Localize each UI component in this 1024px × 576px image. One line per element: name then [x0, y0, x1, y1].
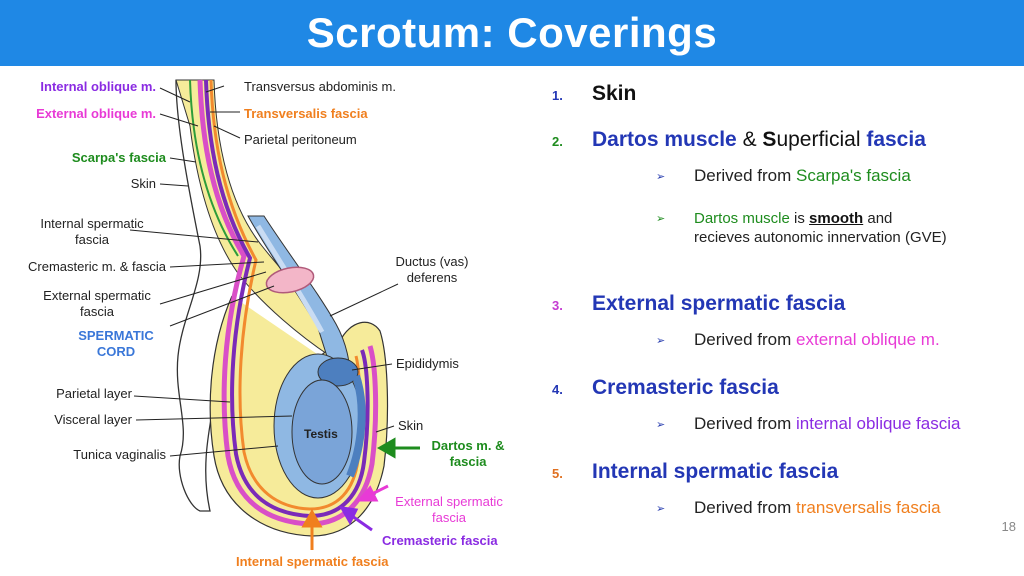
- scrotum-diagram: Internal oblique m. External oblique m. …: [0, 66, 520, 576]
- label-spermatic-cord: SPERMATIC CORD: [78, 328, 154, 359]
- bullet-arrow-icon: ➢: [656, 503, 666, 515]
- arrow-external-spermatic: [356, 484, 389, 502]
- list-title-2: Dartos muscle & Superficial fascia: [592, 128, 926, 151]
- bullet-arrow-icon: ➢: [656, 171, 666, 183]
- list-title-3: External spermatic fascia: [592, 292, 846, 315]
- sub-dartos-smooth: Dartos muscle is smooth and recieves aut…: [694, 210, 947, 246]
- coverings-list: 1. Skin 2. Dartos muscle & Superficial f…: [548, 66, 1024, 576]
- list-number-3: 3.: [552, 298, 563, 313]
- label-internal-spermatic-bottom: Internal spermatic fascia: [236, 554, 389, 569]
- list-number-5: 5.: [552, 466, 563, 481]
- sub-derived-scarpa: Derived from Scarpa's fascia: [694, 166, 911, 185]
- label-internal-oblique: Internal oblique m.: [40, 79, 156, 94]
- label-dartos: Dartos m. & fascia: [431, 438, 505, 469]
- list-title-4: Cremasteric fascia: [592, 376, 779, 399]
- arrow-internal-spermatic: [301, 508, 323, 550]
- page-number: 18: [1001, 519, 1016, 534]
- label-cremasteric-bottom: Cremasteric fascia: [382, 533, 498, 548]
- label-transversalis-fascia: Transversalis fascia: [244, 106, 368, 121]
- label-ductus-deferens: Ductus (vas) deferens: [395, 254, 469, 285]
- sub-derived-transversalis: Derived from transversalis fascia: [694, 498, 941, 517]
- bullet-arrow-icon: ➢: [656, 213, 666, 225]
- epididymis-tail: [346, 374, 366, 478]
- leader-lines: [129, 85, 399, 457]
- label-internal-spermatic-fascia: Internal spermatic fascia: [40, 216, 144, 247]
- label-epididymis: Epididymis: [396, 356, 459, 371]
- testis: [291, 379, 353, 485]
- list-number-4: 4.: [552, 382, 563, 397]
- sub-derived-external-oblique: Derived from external oblique m.: [694, 330, 940, 349]
- slide-title: Scrotum: Coverings: [306, 9, 718, 56]
- diagram-drawing: [129, 79, 420, 550]
- list-title-1: Skin: [592, 82, 637, 105]
- arrow-dartos: [376, 437, 420, 459]
- label-skin-right: Skin: [398, 418, 424, 433]
- bullet-arrow-icon: ➢: [656, 335, 666, 347]
- sub-derived-internal-oblique: Derived from internal oblique fascia: [694, 414, 961, 433]
- label-parietal-peritoneum: Parietal peritoneum: [244, 132, 357, 147]
- arrow-cremasteric: [339, 506, 373, 532]
- label-scarpas-fascia: Scarpa's fascia: [71, 150, 166, 165]
- epididymis: [317, 357, 359, 387]
- list-number-2: 2.: [552, 134, 563, 149]
- label-transversus-abdominis: Transversus abdominis m.: [244, 79, 396, 94]
- body-outline: [175, 79, 216, 512]
- label-parietal-layer: Parietal layer: [56, 386, 132, 401]
- title-bar: Scrotum: Coverings: [0, 0, 1024, 66]
- list-number-1: 1.: [552, 88, 563, 103]
- list-title-5: Internal spermatic fascia: [592, 460, 839, 483]
- layer-external-spermatic: [197, 79, 379, 527]
- label-testis: Testis: [304, 427, 338, 441]
- label-skin-left: Skin: [130, 176, 156, 191]
- label-visceral-layer: Visceral layer: [54, 412, 132, 427]
- bullet-arrow-icon: ➢: [656, 419, 666, 431]
- label-tunica-vaginalis: Tunica vaginalis: [73, 447, 166, 462]
- label-cremasteric: Cremasteric m. & fascia: [28, 259, 166, 274]
- layer-cremasteric: [204, 79, 370, 519]
- cord-ring: [265, 266, 315, 294]
- label-external-oblique: External oblique m.: [36, 106, 156, 121]
- label-external-spermatic-bottom: External spermatic fascia: [395, 494, 503, 525]
- label-external-spermatic-fascia: External spermatic fascia: [43, 288, 151, 319]
- layer-green: [189, 79, 239, 257]
